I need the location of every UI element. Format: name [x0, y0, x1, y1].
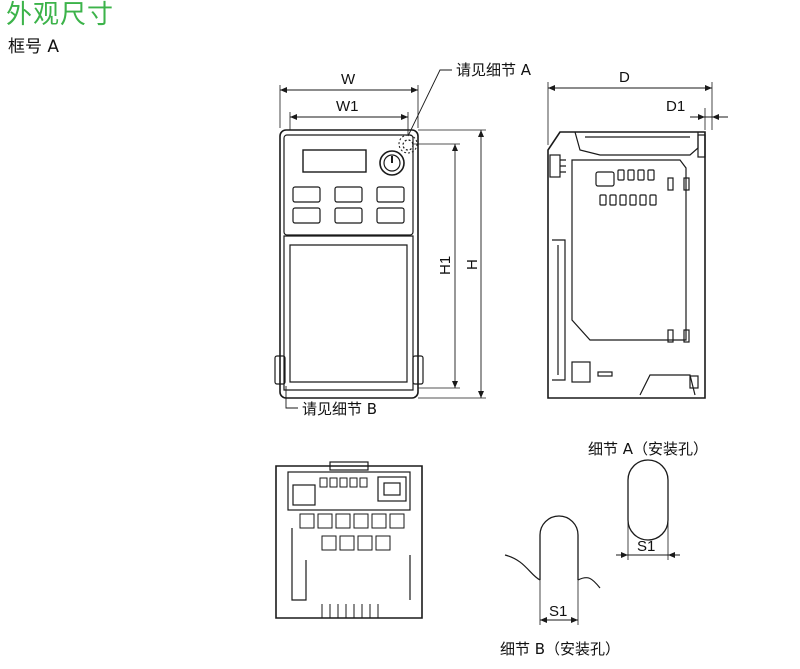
front-view — [274, 69, 486, 409]
detail-b-caption: 细节 B（安装孔） — [500, 640, 620, 658]
side-view — [547, 82, 728, 399]
label-s1-a: S1 — [637, 538, 655, 555]
detail-a-caption: 细节 A（安装孔） — [588, 440, 708, 458]
label-w1: W1 — [336, 98, 359, 115]
callout-detail-a: 请见细节 A — [456, 61, 532, 79]
detail-a-drawing — [616, 459, 680, 560]
label-d1: D1 — [666, 98, 685, 115]
label-s1-b: S1 — [549, 603, 567, 620]
bottom-view — [275, 461, 423, 619]
label-h1: H1 — [437, 256, 454, 275]
label-w: W — [341, 71, 356, 88]
frame-label: 框号 A — [8, 37, 60, 57]
page-title: 外观尺寸 — [6, 0, 115, 30]
callout-detail-b: 请见细节 B — [302, 400, 377, 418]
label-h: H — [464, 259, 481, 270]
detail-b-drawing — [504, 515, 601, 625]
label-d: D — [619, 69, 630, 86]
